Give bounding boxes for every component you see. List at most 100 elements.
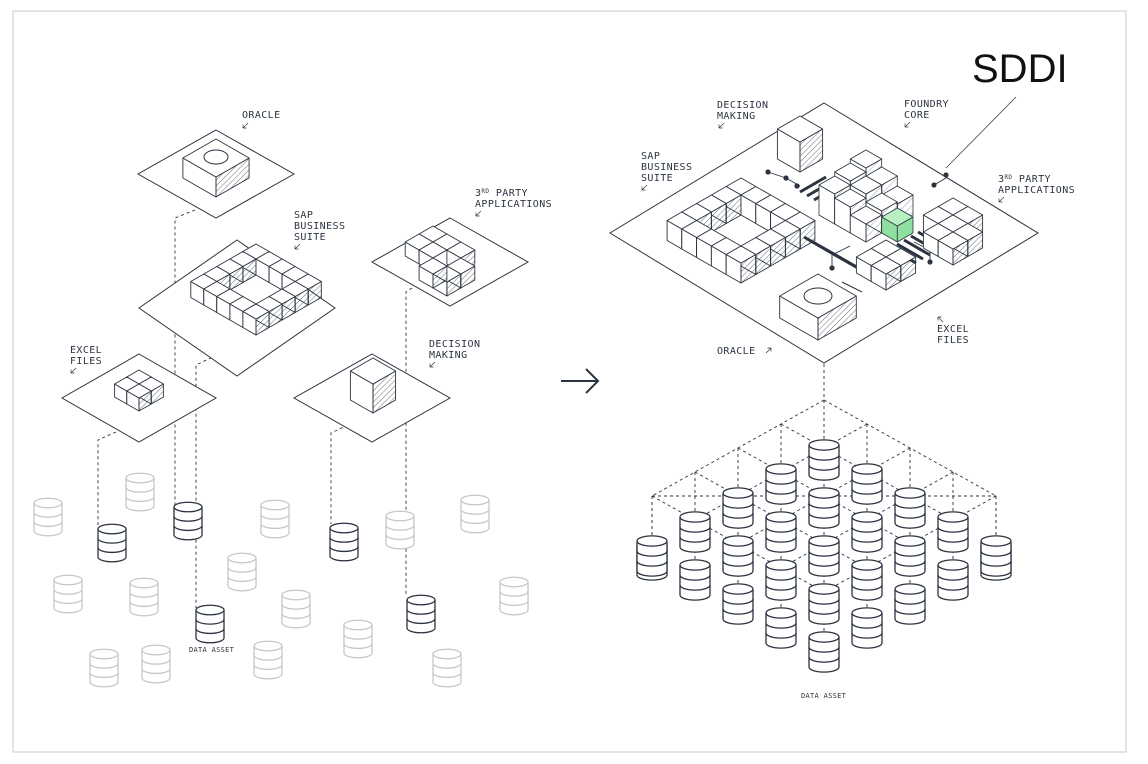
faded-database-cylinder-icon [125, 472, 155, 512]
faded-database-cylinder-icon [499, 576, 529, 616]
database-cylinder-icon [851, 463, 883, 505]
oracle-block-right [779, 273, 857, 341]
left-data-assets [33, 472, 529, 688]
left-panel-fragmented-systems: ORACLE SAP BUSINESS SUITE 3RD PARTY APPL… [33, 110, 552, 688]
label-foundry-1: FOUNDRY [904, 99, 949, 110]
3rd-party-app-cluster [404, 225, 476, 297]
database-cylinder-icon [765, 559, 797, 601]
database-cylinder-icon [636, 535, 668, 577]
label-sap-3: SUITE [294, 232, 326, 243]
3rd-party-app-cluster-right [922, 197, 984, 266]
faded-database-cylinder-icon [253, 640, 283, 680]
left-labels: ORACLE SAP BUSINESS SUITE 3RD PARTY APPL… [70, 110, 552, 654]
app-cube [418, 257, 448, 289]
database-cylinder-icon [329, 522, 359, 562]
arrow-northeast-icon [765, 347, 772, 354]
right-data-assets [636, 439, 1012, 673]
outer-border [12, 10, 1127, 753]
oracle-server-block [182, 138, 250, 198]
label-3rd-party-right-2: APPLICATIONS [998, 185, 1075, 196]
right-unified-plate [609, 102, 1039, 364]
label-decision-2: MAKING [429, 350, 468, 361]
plate-sddi-platform [609, 102, 1039, 364]
database-cylinder-icon [808, 439, 840, 481]
faded-database-cylinder-icon [33, 497, 63, 537]
database-cylinder-icon [808, 535, 840, 577]
database-cylinder-icon [851, 607, 883, 649]
database-cylinder-icon [808, 487, 840, 529]
arrow-northwest-icon [937, 316, 944, 323]
arrow-right-icon [561, 368, 600, 394]
database-cylinder-icon [894, 487, 926, 529]
faded-database-cylinder-icon [260, 499, 290, 539]
database-cylinder-icon [97, 523, 127, 563]
excel-file-cluster [114, 369, 164, 412]
decision-making-cube [349, 357, 397, 414]
database-cylinder-icon [808, 583, 840, 625]
right-labels: SDDI DECISION MAKING FOUNDRY CORE SAP BU… [641, 47, 1075, 700]
sap-module-ring-right [666, 177, 816, 284]
database-cylinder-icon [765, 463, 797, 505]
label-foundry-2: CORE [904, 110, 930, 121]
left-system-plates [60, 129, 530, 443]
label-sap-right-2: BUSINESS [641, 162, 692, 173]
label-decision-1: DECISION [429, 339, 480, 350]
label-3rd-party-right-1: 3RD PARTY [998, 174, 1051, 185]
label-excel-right-1: EXCEL [937, 324, 969, 335]
faded-database-cylinder-icon [385, 510, 415, 550]
label-3rd-party-1: 3RD PARTY [475, 188, 528, 199]
label-decision-right-1: DECISION [717, 100, 768, 111]
database-cylinder-icon [851, 559, 883, 601]
faded-database-cylinder-icon [460, 494, 490, 534]
sap-module-ring [190, 243, 322, 336]
label-excel-1: EXCEL [70, 345, 102, 356]
label-oracle: ORACLE [242, 110, 281, 121]
database-cylinder-icon [980, 535, 1012, 577]
database-cylinder-icon [679, 559, 711, 601]
database-cylinder-icon [722, 487, 754, 529]
label-oracle-right: ORACLE [717, 346, 756, 357]
excel-file-cluster-right [855, 239, 917, 291]
faded-database-cylinder-icon [53, 574, 83, 614]
excel-file-cube [126, 383, 152, 412]
label-data-asset-right: DATA ASSET [801, 692, 847, 700]
database-cylinder-icon [722, 535, 754, 577]
label-data-asset-left: DATA ASSET [189, 646, 235, 654]
excel-file-cube [870, 256, 902, 291]
sap-module-cube [725, 245, 757, 284]
faded-database-cylinder-icon [89, 648, 119, 688]
database-cylinder-icon [679, 511, 711, 553]
label-excel-2: FILES [70, 356, 102, 367]
highlighted-foundry-module [881, 207, 914, 243]
sap-module-cube [242, 303, 270, 336]
faded-database-cylinder-icon [227, 552, 257, 592]
database-cylinder-icon [195, 604, 225, 644]
faded-database-cylinder-icon [141, 644, 171, 684]
right-panel-sddi: SDDI DECISION MAKING FOUNDRY CORE SAP BU… [609, 47, 1075, 700]
foundry-module [849, 205, 883, 243]
faded-database-cylinder-icon [281, 589, 311, 629]
label-sap-2: BUSINESS [294, 221, 345, 232]
label-sap-right-1: SAP [641, 151, 660, 162]
decision-making-cube-right [776, 115, 824, 173]
label-decision-right-2: MAKING [717, 111, 756, 122]
label-sap-right-3: SUITE [641, 173, 673, 184]
database-cylinder-icon [406, 594, 436, 634]
database-cylinder-icon [765, 511, 797, 553]
database-cylinder-icon [894, 535, 926, 577]
database-cylinder-icon [722, 583, 754, 625]
sddi-title: SDDI [972, 47, 1068, 91]
database-cylinder-icon [937, 559, 969, 601]
foundry-core-cluster [818, 149, 914, 243]
database-cylinder-icon [937, 511, 969, 553]
faded-database-cylinder-icon [432, 648, 462, 688]
database-cylinder-icon [808, 631, 840, 673]
label-sap-1: SAP [294, 210, 313, 221]
database-cylinder-icon [894, 583, 926, 625]
app-cube [937, 231, 969, 266]
label-excel-right-2: FILES [937, 335, 969, 346]
arrow-southwest-icon [70, 122, 482, 374]
database-cylinder-icon [173, 501, 203, 541]
